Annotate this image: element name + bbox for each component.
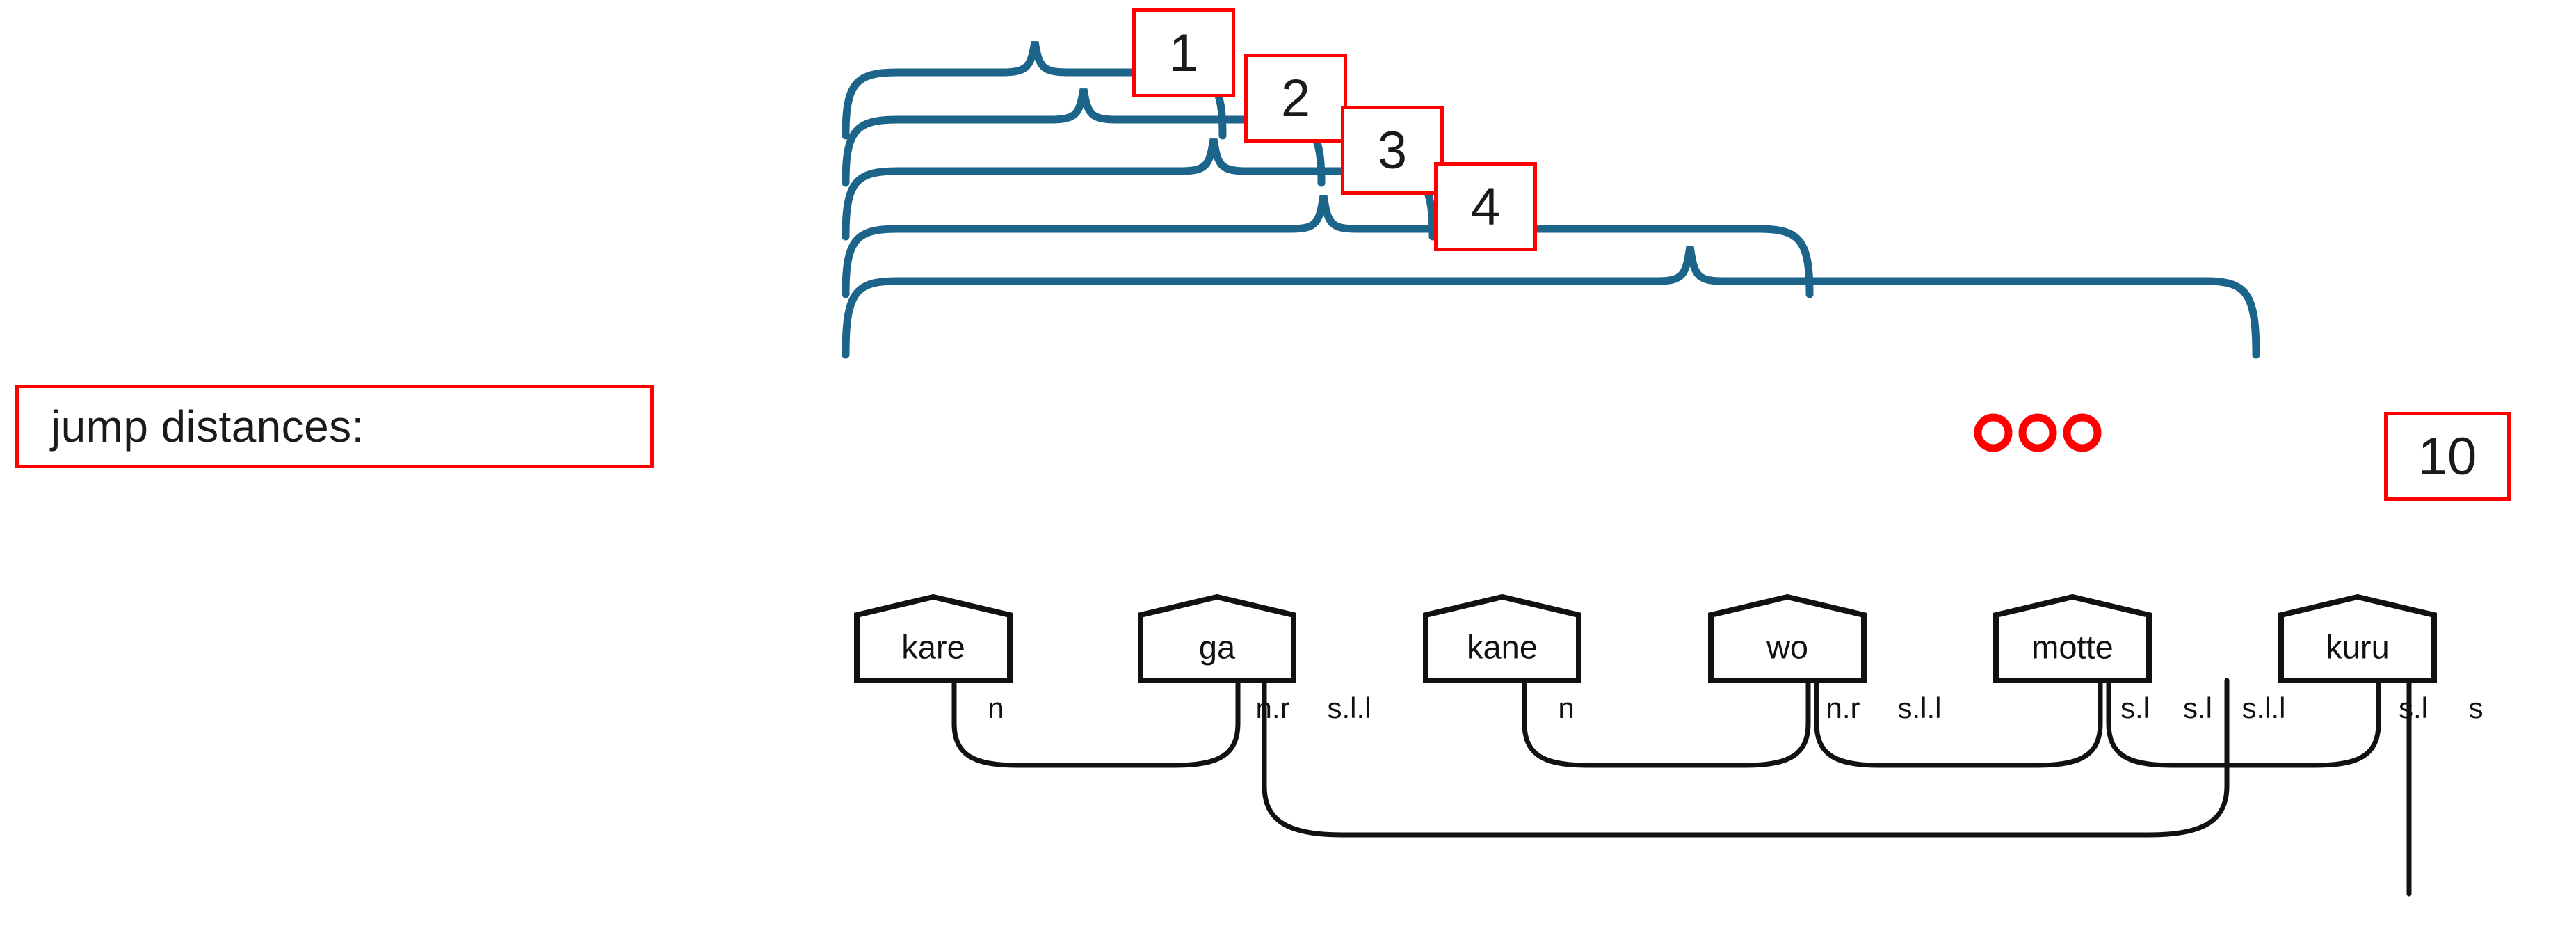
word-box-kare[interactable] [854,593,1013,683]
word-label-ga: ga [1198,628,1236,666]
word-label-kuru: kuru [2326,628,2390,666]
dep-label-kane-wo: n [1558,692,1575,724]
word-label-kare: kare [901,628,965,666]
word-box-motte[interactable] [1993,593,2152,683]
brace-10 [842,246,2260,359]
jump-distance-badge-3: 3 [1341,106,1444,195]
dep-label-wo-motte: s.l.l [1897,692,1942,724]
arc-kane-wo [1522,678,1811,768]
word-box-kane[interactable] [1423,593,1581,683]
ellipsis-circle-3 [2063,413,2102,452]
brace-4 [842,195,1814,298]
jump-distance-badge-1: 1 [1132,8,1235,97]
dep-label-ga-motte: s.l.l [1327,692,1371,724]
dep-label-motte-wo: s.l [2120,692,2150,724]
ellipsis-circle-1 [1974,413,2013,452]
dep-label-wo-kane: n.r [1826,692,1860,724]
word-label-kane: kane [1467,628,1538,666]
jump-distance-badge-2: 2 [1244,54,1347,143]
ellipsis-circle-2 [2018,413,2057,452]
arc-motte-kuru [2106,678,2381,768]
word-box-ga[interactable] [1138,593,1296,683]
word-box-wo[interactable] [1708,593,1867,683]
dep-label-ga-kare: n.r [1255,692,1290,724]
dep-label-kare-ga: n [988,692,1004,724]
arc-ga-motte [1262,678,2230,838]
arc-wo-motte [1814,678,2103,768]
word-label-motte: motte [2031,628,2114,666]
dep-label-kuru-root: s [2468,692,2484,724]
dep-label-kuru-motte: s.l [2399,692,2428,724]
jump-distance-badge-10: 10 [2384,412,2511,501]
arc-kare-ga [951,678,1241,768]
jump-distances-legend: jump distances: [15,385,654,468]
jump-distance-badge-4: 4 [1434,162,1537,251]
dep-label-motte-ga: s.l [2183,692,2212,724]
word-label-wo: wo [1766,628,1809,666]
dep-label-motte-kuru: s.l.l [2241,692,2286,724]
